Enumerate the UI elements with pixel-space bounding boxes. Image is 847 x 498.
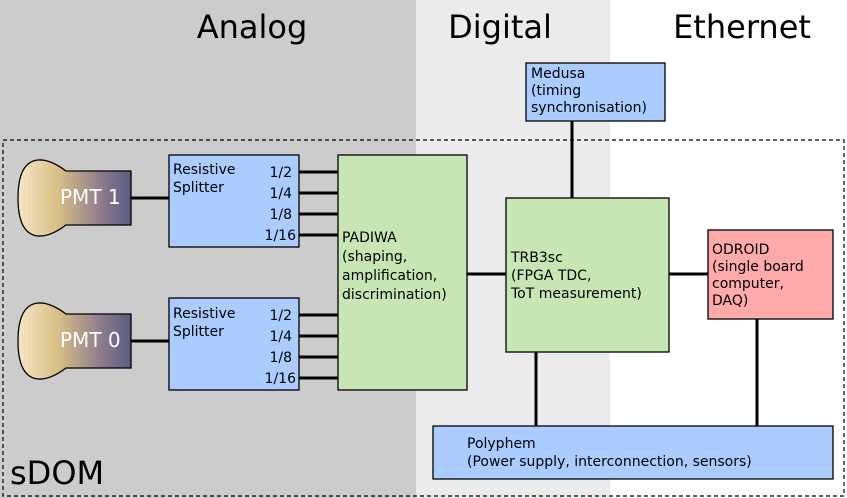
medusa-line-3: synchronisation) <box>531 100 647 116</box>
splitter-top-title-2: Splitter <box>173 180 224 196</box>
splitter-top: Resistive Splitter 1/2 1/4 1/8 1/16 <box>168 154 300 248</box>
trb3sc-block: TRB3sc (FPGA TDC, ToT measurement) <box>505 197 670 353</box>
wires <box>131 121 759 426</box>
odroid-line-2: (single board <box>712 259 804 275</box>
polyphem-block: Polyphem (Power supply, interconnection,… <box>432 425 834 480</box>
trb3sc-line-3: ToT measurement) <box>510 286 642 302</box>
polyphem-box <box>432 425 834 480</box>
pmt-1: PMT 1 <box>17 159 132 237</box>
padiwa-line-2: (shaping, <box>342 249 407 265</box>
splitter-bottom-title-1: Resistive <box>173 306 235 322</box>
splitter-top-tap-2: 1/4 <box>269 186 292 202</box>
splitter-bottom-title-2: Splitter <box>173 324 224 340</box>
padiwa-line-4: discrimination) <box>342 287 447 303</box>
polyphem-line-1: Polyphem <box>467 436 536 452</box>
analog-title: Analog <box>197 8 308 46</box>
splitter-bottom-tap-4: 1/16 <box>265 371 297 387</box>
pmt-1-bulb-icon <box>17 159 132 237</box>
splitter-top-title-1: Resistive <box>173 162 235 178</box>
padiwa-block: PADIWA (shaping, amplification, discrimi… <box>337 154 468 391</box>
odroid-block: ODROID (single board computer, DAQ) <box>707 229 834 320</box>
medusa-block: Medusa (timing synchronisation) <box>525 62 666 122</box>
pmt-0-bulb-icon <box>17 302 132 380</box>
odroid-line-3: computer, <box>712 276 784 292</box>
medusa-box <box>525 62 666 122</box>
ethernet-title: Ethernet <box>673 8 811 46</box>
polyphem-line-2: (Power supply, interconnection, sensors) <box>467 454 752 470</box>
odroid-line-1: ODROID <box>712 242 769 258</box>
padiwa-box <box>337 154 468 391</box>
sdom-label: sDOM <box>10 454 104 492</box>
trb3sc-line-1: TRB3sc <box>510 250 563 266</box>
splitter-bottom: Resistive Splitter 1/2 1/4 1/8 1/16 <box>168 297 300 391</box>
padiwa-line-1: PADIWA <box>342 230 397 246</box>
medusa-line-2: (timing <box>531 83 581 99</box>
splitter-bottom-tap-1: 1/2 <box>269 308 292 324</box>
splitter-top-tap-4: 1/16 <box>265 228 297 244</box>
pmt-0: PMT 0 <box>17 302 132 380</box>
medusa-line-1: Medusa <box>531 66 585 82</box>
splitter-top-tap-3: 1/8 <box>269 207 292 223</box>
pmt-0-label: PMT 0 <box>60 328 121 352</box>
splitter-bottom-box <box>168 297 300 391</box>
odroid-box <box>707 229 834 320</box>
splitter-bottom-tap-2: 1/4 <box>269 329 292 345</box>
sdom-boundary <box>2 139 845 497</box>
odroid-line-4: DAQ) <box>712 293 748 309</box>
trb3sc-box <box>505 197 670 353</box>
pmt-1-label: PMT 1 <box>60 185 121 209</box>
splitter-top-tap-1: 1/2 <box>269 165 292 181</box>
splitter-bottom-tap-3: 1/8 <box>269 350 292 366</box>
trb3sc-line-2: (FPGA TDC, <box>511 268 591 284</box>
splitter-top-box <box>168 154 300 248</box>
digital-title: Digital <box>448 8 552 46</box>
padiwa-line-3: amplification, <box>342 268 437 284</box>
